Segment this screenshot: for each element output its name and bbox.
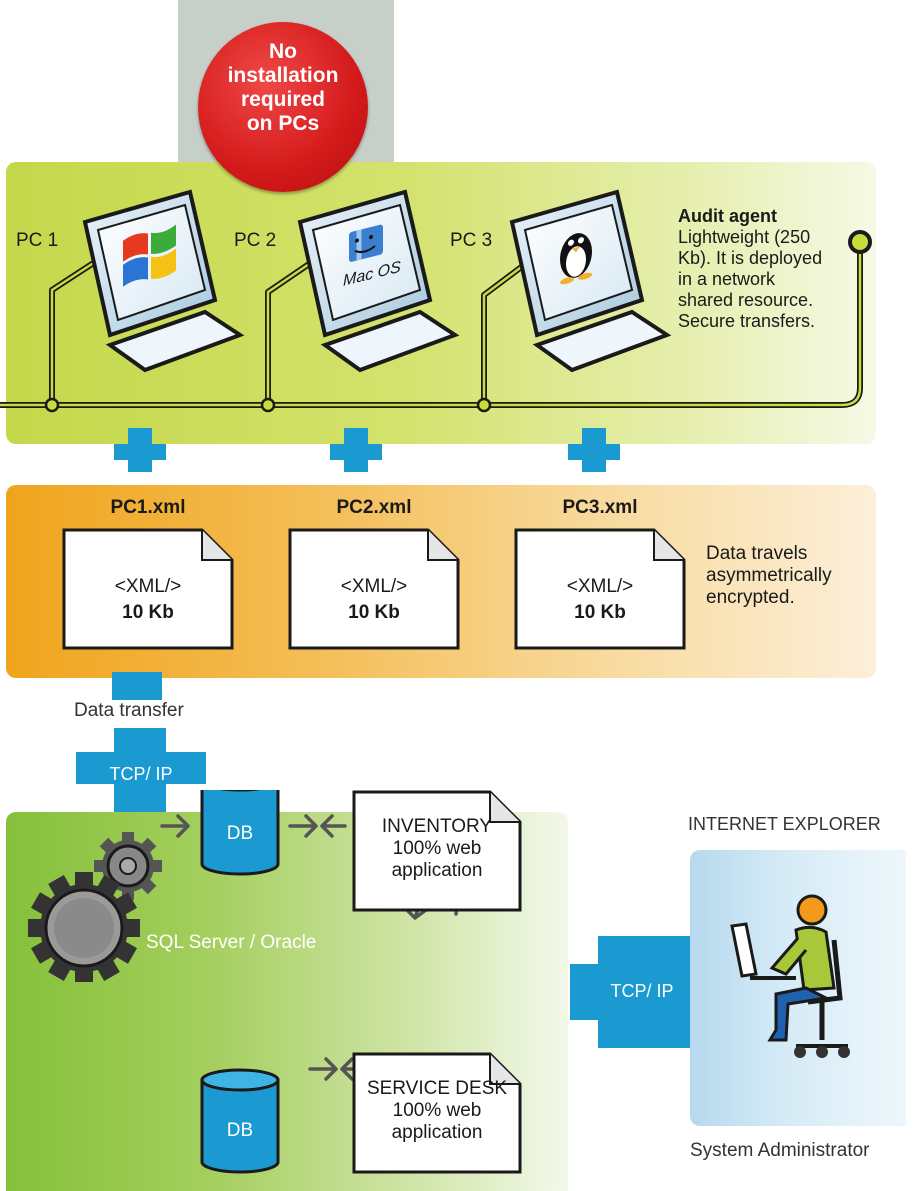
computer-pc3 <box>509 189 672 373</box>
computer-pc2: Mac OS <box>297 189 460 373</box>
agent-title: Audit agent <box>678 206 777 226</box>
xml-content: <XML/> <box>340 576 408 597</box>
inventory-title: INVENTORY <box>381 816 493 837</box>
arrow-converge-icon <box>288 814 318 838</box>
badge-line: No <box>269 40 297 63</box>
agent-line: in a network <box>678 269 776 289</box>
data-transfer-connector <box>112 672 162 700</box>
pc-label: PC 2 <box>234 230 277 251</box>
xml-size: 10 Kb <box>348 602 400 623</box>
database-icon <box>200 790 280 876</box>
system-administrator-icon <box>730 894 850 1058</box>
agent-line: Kb). It is deployed <box>678 248 823 268</box>
xml-file-card: <XML/> 10 Kb <box>288 528 460 650</box>
inventory-line: 100% web <box>392 838 482 859</box>
tcp-ip-connector-vertical <box>76 728 206 824</box>
down-arrow-icon <box>330 428 382 472</box>
browser-panel <box>690 850 906 1126</box>
xml-content: <XML/> <box>114 576 182 597</box>
data-transfer-label: Data transfer <box>74 700 184 721</box>
service-desk-line: 100% web <box>392 1100 482 1121</box>
tcp-ip-connector-horizontal <box>570 936 690 1048</box>
down-arrow-icon <box>114 428 166 472</box>
browser-label: INTERNET EXPLORER <box>688 814 881 834</box>
inventory-app-card: INVENTORY 100% web application <box>352 790 522 912</box>
service-desk-title: SERVICE DESK <box>366 1078 508 1099</box>
arrow-converge-icon <box>308 1057 338 1081</box>
server-flow-arrows <box>160 790 470 1174</box>
db-engine-label: SQL Server / Oracle <box>146 932 317 953</box>
xml-file-name: PC2.xml <box>336 497 412 518</box>
bus-node <box>476 397 492 413</box>
badge-line: on PCs <box>246 112 320 135</box>
pc-label: PC 3 <box>450 230 493 251</box>
db-label: DB <box>226 823 254 844</box>
down-arrows <box>114 428 620 472</box>
pc-label: PC 1 <box>16 230 59 251</box>
encryption-note-line: Data travels <box>706 543 808 564</box>
down-arrow-icon <box>568 428 620 472</box>
db-label: DB <box>226 1120 254 1141</box>
agent-line: Secure transfers. <box>678 311 816 331</box>
service-desk-line: application <box>391 1122 483 1143</box>
computer-pc1 <box>82 189 245 373</box>
xml-size: 10 Kb <box>122 602 174 623</box>
xml-size: 10 Kb <box>574 602 626 623</box>
gears-icon <box>28 832 162 982</box>
pc-network-diagram: Mac OS <box>0 189 872 413</box>
encryption-note-line: encrypted. <box>706 587 795 608</box>
xml-file-name: PC1.xml <box>110 497 186 518</box>
xml-file-card: <XML/> 10 Kb <box>62 528 234 650</box>
arrow-right-icon <box>160 814 190 838</box>
tcp-ip-label: TCP/ IP <box>109 764 173 784</box>
bus-node <box>44 397 60 413</box>
tcp-ip-label: TCP/ IP <box>610 981 674 1001</box>
xml-file-card: <XML/> 10 Kb <box>514 528 686 650</box>
inventory-line: application <box>391 860 483 881</box>
xml-content: <XML/> <box>566 576 634 597</box>
badge-line: required <box>240 88 326 111</box>
xml-file-name: PC3.xml <box>562 497 638 518</box>
service-desk-app-card: SERVICE DESK 100% web application <box>352 1052 522 1174</box>
agent-line: shared resource. <box>678 290 814 310</box>
windows-logo-icon <box>123 224 176 287</box>
encryption-note-line: asymmetrically <box>706 565 832 586</box>
linux-penguin-icon <box>560 233 592 285</box>
badge-line: installation <box>227 64 339 87</box>
agent-line: Lightweight (250 <box>678 227 811 247</box>
bus-endpoint <box>848 230 872 254</box>
bus-node <box>260 397 276 413</box>
admin-label: System Administrator <box>690 1140 870 1161</box>
database-icon <box>200 1068 280 1174</box>
no-installation-badge: No installation required on PCs <box>198 22 368 192</box>
